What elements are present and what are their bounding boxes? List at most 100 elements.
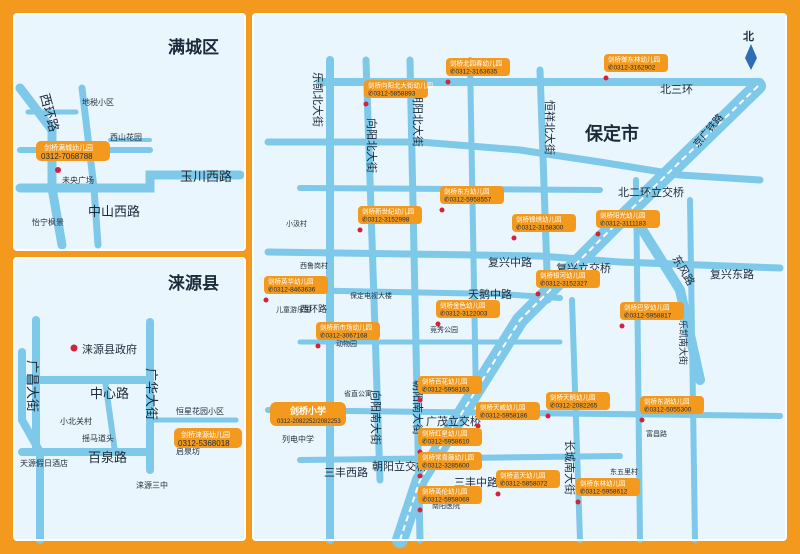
laiyuan-pin-government	[70, 344, 78, 352]
kindergarten-phone: ✆0312-5958557	[444, 197, 492, 204]
laiyuan-kindergarten-badge[interactable]: 剑桥涞源幼儿园 0312-5368018	[174, 428, 242, 448]
kindergarten-badge[interactable]: 剑桥英华幼儿园✆0312-8463636	[263, 276, 329, 303]
laiyuan-kindergarten-phone: 0312-5368018	[178, 439, 230, 448]
kindergarten-phone: ✆0312-3163635	[450, 69, 498, 76]
location-pin-icon	[439, 207, 445, 213]
mancheng-badge-bg	[36, 141, 110, 161]
place-xiluguang: 西鲁岗村	[300, 261, 328, 270]
kindergarten-badge[interactable]: 剑桥金色幼儿园✆0312-3122003	[435, 300, 501, 327]
label-fuxingzhong: 复兴中路	[488, 255, 532, 269]
kindergarten-badge[interactable]: 剑桥北园春幼儿园✆0312-3163635	[445, 58, 511, 85]
kindergarten-badge-bg	[536, 270, 600, 288]
laiyuan-title: 涞源县	[168, 273, 219, 293]
place-children-park: 儿童游乐园	[276, 305, 311, 314]
baoding-title: 保定市	[584, 123, 639, 144]
kindergarten-badge[interactable]: 剑桥东湖幼儿园✆0312-5055300	[639, 396, 705, 423]
kindergarten-badge[interactable]: 剑桥御东林幼儿园✆0312-3162902	[603, 54, 669, 81]
laiyuan-badge-bg	[174, 428, 242, 448]
kindergarten-badge[interactable]: 剑桥天鹅幼儿园✆0312-2082265	[545, 392, 611, 419]
kindergarten-badge[interactable]: 剑桥新世纪幼儿园✆0312-3152998	[357, 206, 423, 233]
kindergarten-name: 剑桥红星幼儿园	[422, 429, 468, 438]
place-zoo: 动物园	[336, 339, 357, 348]
kindergarten-name: 剑桥蓝天幼儿园	[500, 471, 546, 480]
label-guangmao: 广茂立交桥	[426, 414, 481, 428]
kindergarten-phone: ✆0312-5958186	[480, 413, 528, 420]
kindergarten-name: 剑桥巴罗幼儿园	[624, 303, 670, 312]
location-pin-icon	[315, 343, 321, 349]
kindergarten-name: 剑桥金色幼儿园	[440, 301, 486, 310]
kindergarten-badge-bg	[640, 396, 704, 414]
kindergarten-phone: ✆0312-5055300	[644, 407, 692, 414]
kindergarten-name: 剑桥常青藤幼儿园	[422, 453, 474, 462]
kindergarten-badge[interactable]: 剑桥东林幼儿园✆0312-5958612	[575, 478, 641, 505]
location-pin-icon	[603, 75, 609, 81]
kindergarten-phone: ✆0312-3162902	[608, 65, 656, 72]
laiyuan-place-tianyuan: 天源假日酒店	[20, 458, 68, 468]
school-name: 剑桥小学	[289, 405, 326, 416]
kindergarten-badge[interactable]: 剑桥英伦幼儿园✆0312-5958069	[417, 486, 483, 513]
laiyuan-road-minor	[102, 377, 118, 455]
location-pin-icon	[357, 227, 363, 233]
railway-dashes	[399, 85, 759, 541]
label-xihuan: 西环路	[300, 303, 327, 314]
mancheng-label-zhongshan: 中山西路	[88, 204, 140, 219]
kindergarten-badge[interactable]: 剑桥新市场幼儿园✆0312-3067168	[315, 322, 381, 349]
label-fuxingdong: 复兴东路	[710, 267, 754, 281]
location-pin-icon	[417, 507, 423, 513]
baoding-places: 小汲村 西鲁岗村 儿童游乐园 保定电视大楼 竞秀公园 动物园 列电中学 省直公寓…	[276, 219, 667, 510]
kindergarten-badge[interactable]: 剑桥百花幼儿园✆0312-5958163	[417, 376, 483, 403]
kindergarten-phone: ✆0312-5958163	[422, 387, 470, 394]
kindergarten-phone: ✆0312-3285600	[422, 463, 470, 470]
kindergarten-badge[interactable]: 剑桥银河幼儿园✆0312-3152327	[535, 270, 601, 297]
kindergarten-phone: ✆0312-3067168	[320, 333, 368, 340]
kindergarten-phone: ✆0312-5958817	[624, 313, 672, 320]
kindergarten-badge[interactable]: 剑桥阳光幼儿园✆0312-3111183	[595, 210, 661, 237]
kindergarten-name: 剑桥锦绣幼儿园	[516, 215, 562, 224]
laiyuan-place-sanzhong: 涞源三中	[136, 480, 168, 490]
laiyuan-panel: 涞源县 广昌大街 中心路 广华大街 百泉路 涞源县政府 小北关村 摇马道头 恒星…	[14, 258, 245, 544]
kindergarten-phone: ✆0312-5958069	[422, 497, 470, 504]
mancheng-place-yining: 怡宁枫景	[32, 217, 64, 227]
laiyuan-road-guangchang	[18, 348, 44, 544]
kindergarten-badge-bg	[576, 478, 640, 496]
laiyuan-label-baiquan: 百泉路	[88, 450, 127, 465]
kindergarten-phone: ✆0312-3152998	[362, 217, 410, 224]
kindergarten-badge[interactable]: 剑桥向阳北大街幼儿园✆0312-5858893	[363, 80, 434, 107]
kindergarten-badge-bg	[440, 186, 504, 204]
kindergarten-badge[interactable]: 剑桥红星幼儿园✆0312-5958610	[417, 428, 483, 455]
kindergarten-badge-bg	[604, 54, 668, 72]
kindergarten-badge[interactable]: 剑桥锦绣幼儿园✆0312-3158300	[511, 214, 577, 241]
kindergarten-phone: ✆0312-8463636	[268, 287, 316, 294]
location-pin-icon	[495, 491, 501, 497]
laiyuan-place-yaomadao: 摇马道头	[82, 433, 114, 443]
mancheng-kindergarten-badge[interactable]: 剑桥满城幼儿园 0312-7068788	[36, 141, 110, 161]
road-middle-vertical	[467, 57, 479, 403]
laiyuan-background	[14, 258, 245, 540]
kindergarten-badge[interactable]: 剑桥天威幼儿园✆0312-5958186	[475, 402, 541, 429]
label-lekai-north: 乐凯北大街	[311, 72, 325, 127]
place-liedian: 列电中学	[282, 434, 314, 444]
kindergarten-name: 剑桥阳光幼儿园	[600, 211, 646, 220]
mancheng-panel: 满城区 西环路 玉川西路 中山西路 地税小区 西山花园 未央广场 怡宁枫景 剑桥…	[14, 14, 245, 250]
road-xiangyang	[362, 56, 384, 484]
place-nanyang: 南阳医院	[432, 501, 460, 510]
kindergarten-badge-bg	[418, 452, 482, 470]
frame-laiyuan	[13, 257, 246, 541]
kindergarten-badge[interactable]: 剑桥巴罗幼儿园✆0312-5958817	[619, 302, 685, 329]
location-pin-icon	[535, 291, 541, 297]
place-tv-tower: 保定电视大楼	[350, 291, 392, 300]
kindergarten-badge[interactable]: 剑桥常青藤幼儿园✆0312-3285600	[417, 452, 483, 479]
kindergarten-badge-bg	[316, 322, 380, 340]
location-pin-icon	[435, 321, 441, 327]
school-badge[interactable]: 剑桥小学 0312-2082252/2082253	[270, 402, 346, 426]
kindergarten-badge[interactable]: 剑桥蓝天幼儿园✆0312-5858072	[495, 470, 561, 497]
frame-mancheng	[13, 13, 246, 251]
mancheng-place-xishan: 西山花园	[110, 132, 142, 142]
label-tiane: 天鹅中路	[468, 287, 512, 301]
kindergarten-name: 剑桥东湖幼儿园	[644, 397, 690, 406]
mancheng-kindergarten-phone: 0312-7068788	[41, 152, 93, 161]
label-sanfengxi: 三丰西路	[324, 466, 368, 479]
location-pin-icon	[417, 397, 423, 403]
school-phone: 0312-2082252/2082253	[277, 419, 341, 425]
kindergarten-badge[interactable]: 剑桥东方幼儿园✆0312-5958557	[439, 186, 505, 213]
